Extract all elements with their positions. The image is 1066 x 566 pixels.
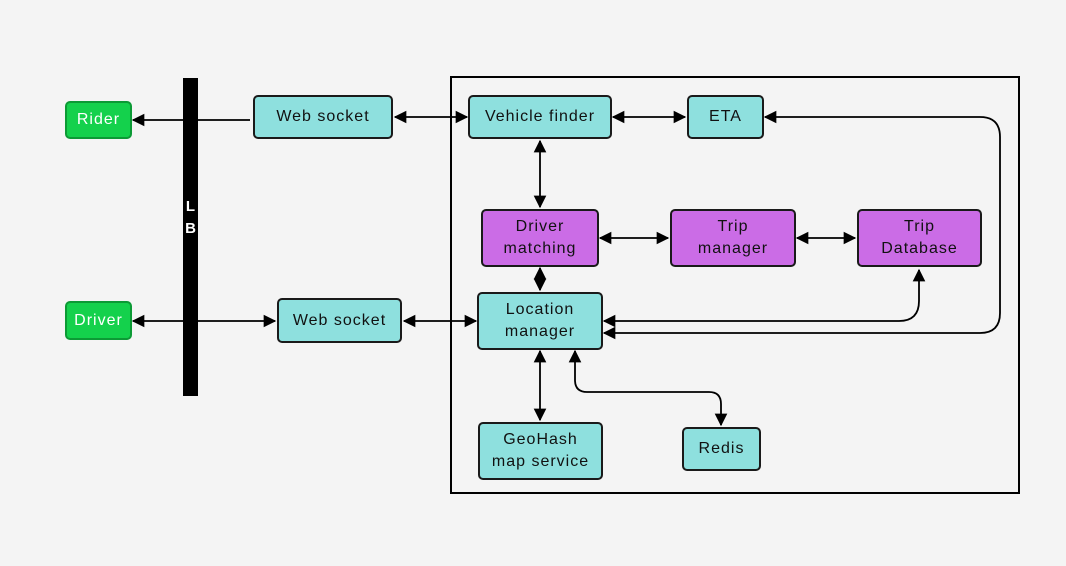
trip-database-node: Trip Database [857,209,982,267]
geohash-map-service-node: GeoHash map service [478,422,603,480]
trip-manager-node: Trip manager [670,209,796,267]
redis-node: Redis [682,427,761,471]
backend-services-boundary [450,76,1020,494]
driver-node: Driver [65,301,132,340]
load-balancer [183,78,198,396]
rider-node: Rider [65,101,132,139]
load-balancer-label: L B [185,198,196,237]
vehicle-finder-node: Vehicle finder [468,95,612,139]
edge-locationmanager-tripdatabase [602,268,926,328]
web-socket-top-node: Web socket [253,95,393,139]
web-socket-bottom-node: Web socket [277,298,402,343]
edge-locationmanager-redis [568,349,728,427]
edge-locationmanager-eta [602,110,1001,340]
location-manager-node: Location manager [477,292,603,350]
driver-matching-node: Driver matching [481,209,599,267]
eta-node: ETA [687,95,764,139]
